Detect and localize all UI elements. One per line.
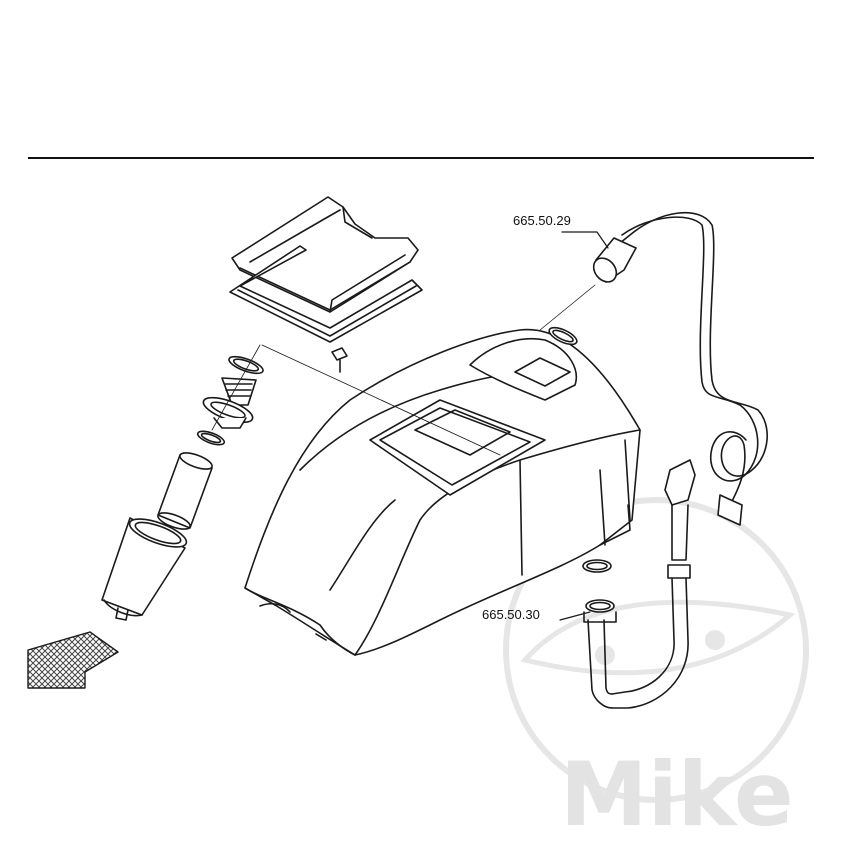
lower-hose	[582, 459, 696, 709]
callout-label-1: 665.50.29	[513, 213, 571, 228]
assembly-leader	[211, 344, 501, 456]
cap-clip	[331, 347, 348, 373]
cap-gasket	[229, 245, 423, 343]
fuel-tank	[244, 328, 641, 656]
filter-assembly	[101, 355, 264, 621]
callout-leader-1	[561, 231, 609, 249]
upper-hose	[592, 211, 768, 526]
connection-line	[539, 284, 596, 331]
callout-label-2: 665.50.30	[482, 607, 540, 622]
seal-ring	[548, 326, 578, 346]
watermark-logo	[503, 497, 809, 803]
watermark-text: Mike	[560, 743, 794, 842]
direction-arrow	[27, 631, 119, 689]
callout-leader-2	[559, 611, 591, 621]
filter-cap	[231, 196, 419, 313]
